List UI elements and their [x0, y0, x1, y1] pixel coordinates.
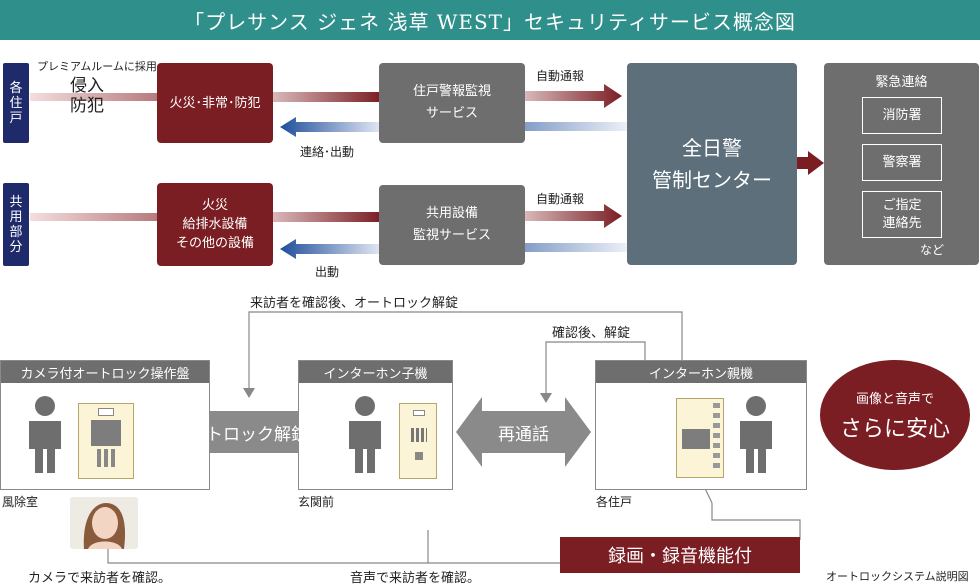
tab-units: 各 住 戸: [3, 63, 29, 143]
designated-contact-item: ご指定 連絡先: [862, 191, 942, 238]
keypad-icon: [411, 428, 427, 442]
reassurance-circle: 画像と音声で さらに安心: [820, 360, 970, 470]
panel-title: カメラ付オートロック操作盤: [1, 361, 209, 383]
center-to-emergency-arrow: [797, 151, 824, 175]
recording-feature-box: 録画・録音機能付: [560, 537, 800, 573]
tab-common-char: 共: [9, 194, 23, 210]
circle-line-large: さらに安心: [839, 416, 950, 442]
unlock-loop-line: [248, 311, 683, 388]
unit-feed-line: [30, 93, 158, 101]
police-station-item: 警察署: [862, 144, 942, 181]
unit-monitor-line: 住戸警報監視: [412, 84, 491, 99]
intercom-sub-device: [399, 403, 437, 479]
common-alarm-line: 給排水設備: [182, 217, 248, 232]
emergency-title: 緊急連絡: [875, 75, 928, 90]
unit-center-return-bar: [525, 122, 628, 131]
common-alarm-line: 火災: [201, 198, 228, 213]
common-auto-report-arrow: [525, 204, 622, 228]
unit-auto-report-arrow: [525, 84, 622, 108]
unit-contact-arrow: [280, 117, 381, 137]
person-icon: [349, 396, 381, 473]
visitor-unlock-note: 来訪者を確認後、オートロック解錠: [250, 296, 459, 311]
circle-line-small: 画像と音声で: [855, 391, 934, 407]
camera-icon: [413, 410, 425, 416]
common-monitor-line: 監視サービス: [412, 228, 491, 243]
common-red-to-grey-bar: [273, 212, 381, 222]
intercom-sub-panel: インターホン子機: [298, 360, 453, 490]
common-monitor-box: 共用設備 監視サービス: [379, 185, 525, 265]
tab-units-char: 戸: [9, 110, 23, 126]
page-title: 「プレサンス ジェネ 浅草 WEST」セキュリティサービス概念図: [0, 0, 980, 40]
tab-common-char: 用: [9, 209, 23, 225]
confirm-loop-line: [545, 341, 646, 393]
unit-red-to-grey-bar: [273, 92, 381, 102]
keypad-icon: [97, 449, 115, 467]
screen-icon: [91, 420, 121, 446]
common-center-return-bar: [525, 243, 628, 252]
location-entrance: 玄関前: [298, 495, 335, 509]
camera-icon: [98, 408, 114, 416]
auto-report-label-common: 自動通報: [536, 192, 585, 206]
common-feed-line: [30, 213, 158, 221]
tab-common-char: 部: [9, 224, 23, 240]
intrusion-line: 侵入: [70, 76, 104, 96]
caption-camera: カメラで来訪者を確認。: [28, 571, 172, 586]
caption-voice: 音声で来訪者を確認。: [350, 571, 481, 586]
auto-report-label-unit: 自動通報: [536, 69, 585, 83]
visitor-photo: [70, 497, 138, 549]
common-dispatch-arrow: [280, 239, 381, 259]
location-unit: 各住戸: [596, 495, 633, 509]
etc-label: など: [920, 243, 945, 257]
recording-line: [107, 548, 560, 564]
intrusion-line: 防犯: [70, 96, 104, 116]
panel-title: インターホン親機: [596, 361, 806, 383]
unit-alarm-box: 火災･非常･防犯: [157, 63, 273, 143]
contact-dispatch-label: 連絡･出動: [300, 145, 355, 159]
camera-autolock-panel: カメラ付オートロック操作盤: [0, 360, 210, 490]
call-button-icon: [415, 452, 423, 460]
tab-units-char: 各: [9, 80, 23, 96]
control-center-line: 管制センター: [652, 168, 772, 192]
person-icon: [740, 396, 772, 473]
unlock-arrow-label: オートロック解錠: [172, 425, 308, 445]
tab-units-char: 住: [9, 95, 23, 111]
visitor-face-icon: [70, 497, 138, 549]
person-icon: [29, 396, 61, 473]
panel-title: インターホン子機: [299, 361, 452, 383]
buttons-icon: [713, 403, 720, 473]
common-alarm-box: 火災 給排水設備 その他の設備: [157, 183, 273, 266]
camera-panel-device: [78, 403, 134, 479]
common-monitor-line: 共用設備: [425, 206, 478, 221]
location-vestibule: 風除室: [2, 495, 39, 509]
tab-common-char: 分: [9, 239, 23, 255]
monitor-icon: [682, 429, 710, 449]
dispatch-label: 出動: [315, 265, 340, 279]
emergency-box: 緊急連絡 消防署 警察署 ご指定 連絡先 など: [824, 63, 979, 265]
footer-caption: オートロックシステム説明図: [826, 570, 969, 583]
fire-station-item: 消防署: [862, 97, 942, 134]
intercom-main-panel: インターホン親機: [595, 360, 807, 490]
confirm-unlock-note: 確認後、解錠: [552, 326, 631, 341]
control-center-box: 全日警 管制センター: [627, 63, 797, 265]
tab-common: 共 用 部 分: [3, 183, 29, 266]
control-center-line: 全日警: [682, 136, 742, 160]
intrusion-label: 侵入 防犯: [70, 76, 104, 116]
unit-monitor-line: サービス: [425, 106, 478, 121]
intercom-main-device: [676, 398, 724, 478]
premium-note: プレミアムルームに採用: [37, 60, 157, 73]
common-alarm-line: その他の設備: [175, 236, 254, 251]
unit-monitor-box: 住戸警報監視 サービス: [379, 63, 525, 143]
recall-arrow-label: 再通話: [498, 425, 549, 445]
recall-arrow-shape: [456, 397, 591, 467]
